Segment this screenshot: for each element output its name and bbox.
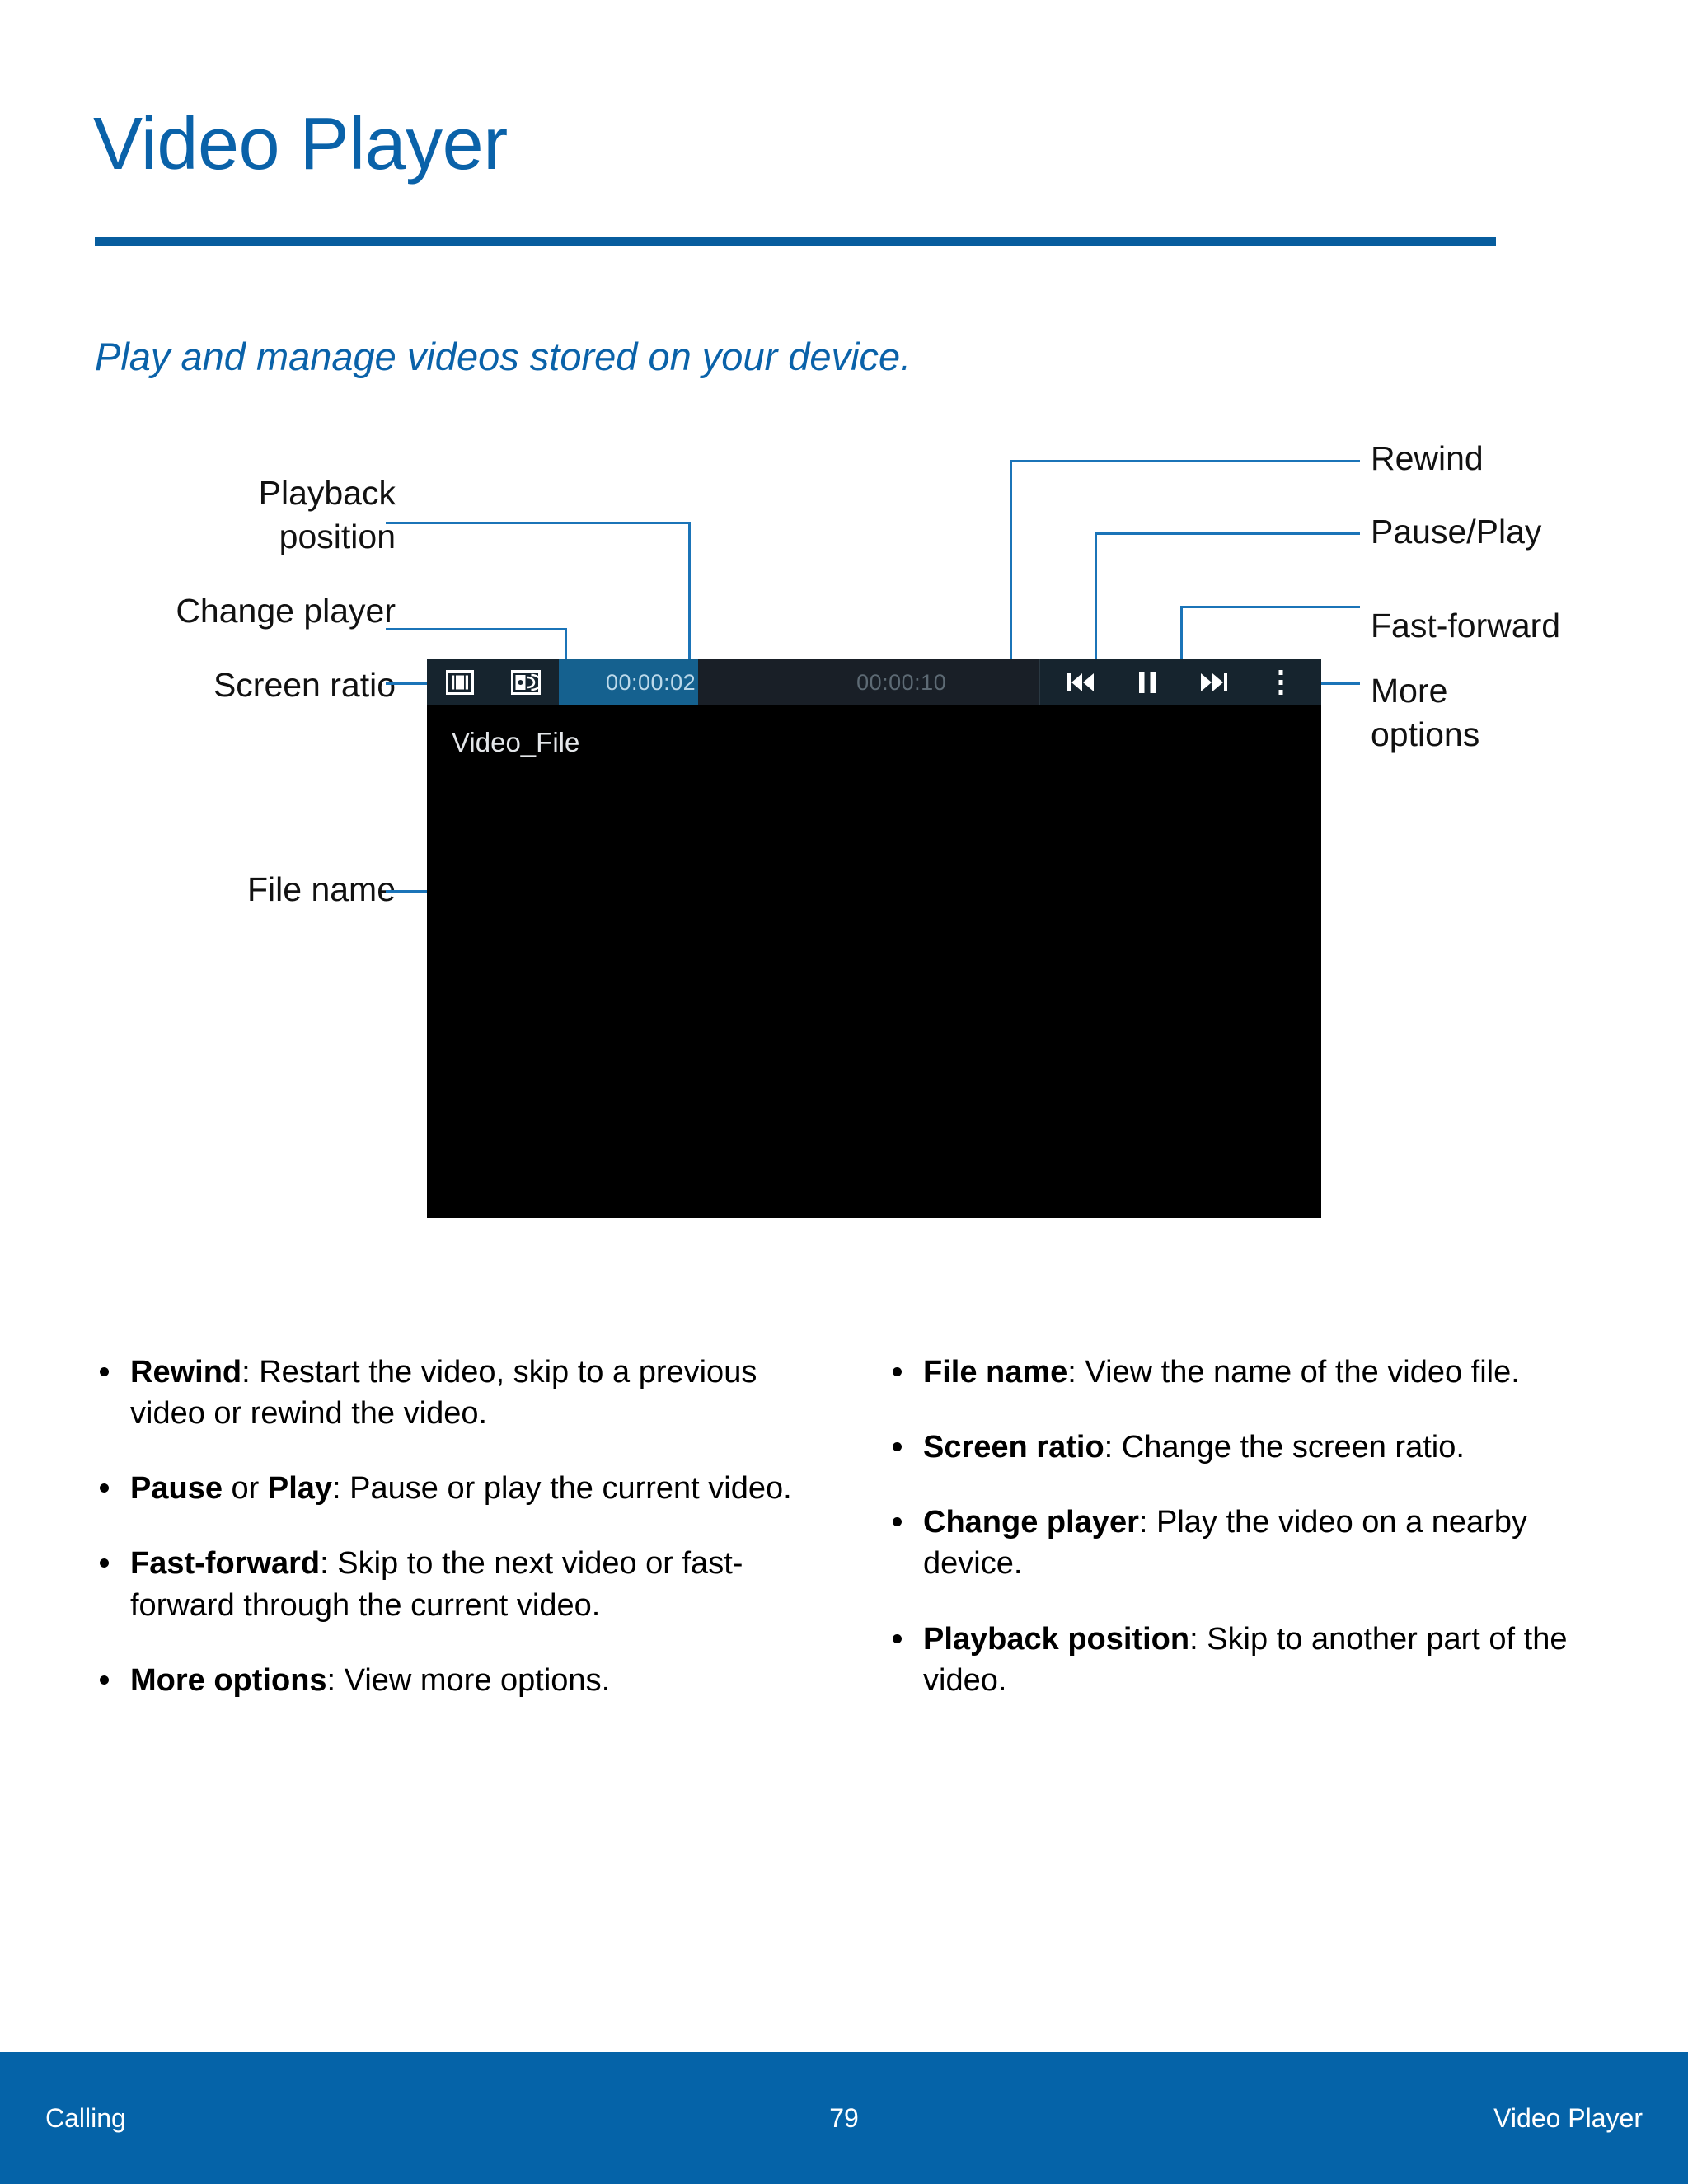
list-item: Fast-forward: Skip to the next video or … xyxy=(93,1543,818,1625)
list-item: Rewind: Restart the video, skip to a pre… xyxy=(93,1352,818,1434)
callout-rewind: Rewind xyxy=(1371,439,1484,477)
bullet-term-secondary: Play xyxy=(267,1471,333,1507)
control-bar-right-group xyxy=(1039,659,1321,705)
change-player-cast-icon[interactable] xyxy=(493,670,559,695)
rewind-icon[interactable] xyxy=(1056,659,1105,705)
bullet-term: Playback position xyxy=(923,1621,1190,1657)
bullet-term: Screen ratio xyxy=(923,1430,1104,1465)
bullet-text: : Restart the video, skip to a previous … xyxy=(130,1355,757,1432)
bullet-text: : View more options. xyxy=(326,1662,611,1698)
callout-more-options: More options xyxy=(1371,672,1480,753)
callout-fast-forward: Fast-forward xyxy=(1371,607,1561,644)
leader-fast-forward-h xyxy=(1180,606,1360,608)
leader-change-player-v xyxy=(565,628,567,663)
list-item: Pause or Play: Pause or play the current… xyxy=(93,1468,818,1509)
leader-playback-position-v xyxy=(688,522,691,662)
video-control-bar: 00:00:02 00:00:10 xyxy=(427,659,1321,705)
title-divider-rule xyxy=(95,237,1496,246)
playback-progress-fill xyxy=(559,659,698,705)
callout-pause-play: Pause/Play xyxy=(1371,513,1542,551)
leader-rewind-v xyxy=(1010,460,1012,666)
bullet-conjunction: or xyxy=(222,1471,268,1507)
list-item: Change player: Play the video on a nearb… xyxy=(886,1502,1611,1584)
list-item: More options: View more options. xyxy=(93,1660,818,1701)
bullet-term: File name xyxy=(923,1355,1068,1390)
bullet-term: Change player xyxy=(923,1505,1139,1540)
feature-list-left: Rewind: Restart the video, skip to a pre… xyxy=(93,1352,818,1735)
video-player-screenshot: 00:00:02 00:00:10 xyxy=(427,659,1321,1218)
footer-topic-label: Video Player xyxy=(1493,2103,1643,2133)
total-time-label: 00:00:10 xyxy=(856,669,947,695)
list-item: File name: View the name of the video fi… xyxy=(886,1352,1611,1393)
feature-list-right: File name: View the name of the video fi… xyxy=(886,1352,1611,1735)
bullet-term: More options xyxy=(130,1662,327,1698)
callout-change-player: Change player xyxy=(176,592,396,630)
current-time-label: 00:00:02 xyxy=(606,669,696,695)
callout-screen-ratio: Screen ratio xyxy=(213,666,396,704)
bullet-text: : Skip to the next video or fast-forward… xyxy=(130,1546,743,1623)
callout-file-name: File name xyxy=(246,870,396,908)
bullet-term: Fast-forward xyxy=(130,1546,321,1582)
page-subtitle: Play and manage videos stored on your de… xyxy=(95,335,912,378)
list-item: Screen ratio: Change the screen ratio. xyxy=(886,1427,1611,1468)
control-bar-left-group xyxy=(427,659,559,705)
video-player-diagram: Playback position Change player Screen r… xyxy=(176,439,1561,1218)
screen-ratio-icon[interactable] xyxy=(427,670,493,695)
page-footer: Calling 79 Video Player xyxy=(0,2052,1688,2184)
bullet-text: : View the name of the video file. xyxy=(1067,1355,1520,1390)
leader-pause-play-v xyxy=(1095,532,1097,666)
bullet-text: : Skip to another part of the video. xyxy=(923,1621,1568,1698)
leader-fast-forward-v xyxy=(1180,606,1183,666)
leader-change-player-h xyxy=(386,628,567,630)
leader-pause-play-h xyxy=(1095,532,1360,535)
playback-position-seekbar[interactable]: 00:00:02 00:00:10 xyxy=(559,659,1039,705)
video-file-name-label: Video_File xyxy=(452,727,580,757)
callout-playback-position: Playback position xyxy=(258,474,396,555)
list-item: Playback position: Skip to another part … xyxy=(886,1619,1611,1701)
pause-icon[interactable] xyxy=(1123,659,1172,705)
bullet-term: Pause xyxy=(130,1471,223,1507)
leader-rewind-h xyxy=(1010,460,1360,462)
bullet-text: : Pause or play the current video. xyxy=(332,1471,792,1507)
more-options-kebab-icon[interactable] xyxy=(1256,659,1306,705)
leader-playback-position-h xyxy=(386,522,691,524)
footer-section-label: Calling xyxy=(45,2103,126,2133)
fast-forward-icon[interactable] xyxy=(1189,659,1239,705)
page-title: Video Player xyxy=(93,103,508,185)
bullet-term: Rewind xyxy=(130,1355,242,1390)
footer-page-number: 79 xyxy=(829,2103,859,2133)
bullet-text: : Play the video on a nearby device. xyxy=(923,1505,1527,1582)
bullet-text: : Change the screen ratio. xyxy=(1104,1430,1465,1465)
